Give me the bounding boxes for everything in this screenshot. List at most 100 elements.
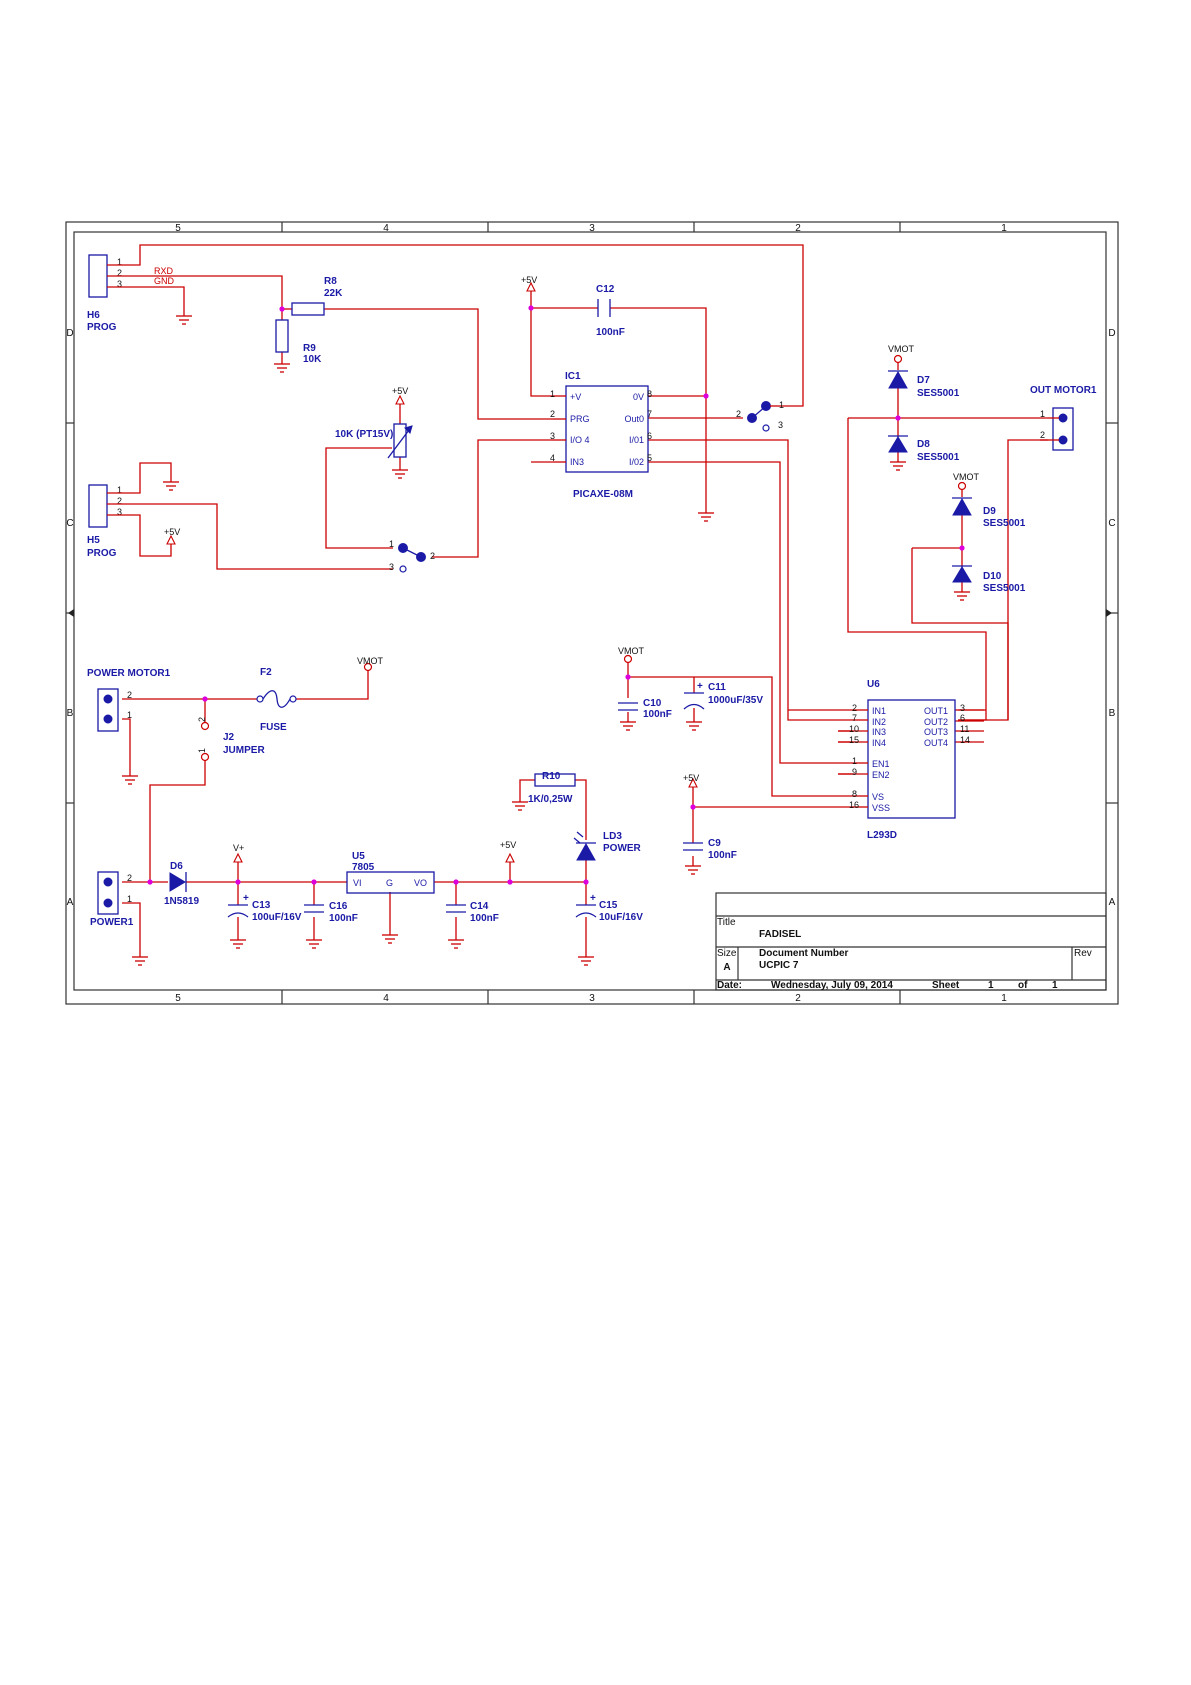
u6-l293d: U6 L293D 2 7 10 15 1 9 8 16 IN1 IN2 IN3 … [838,679,970,841]
sw2-pin-3: 3 [389,562,394,572]
of-label: of [1018,980,1028,991]
h6-ref: H6 [87,310,100,321]
p5v-ic1: +5V [521,275,537,285]
c15-value: 10uF/16V [599,912,643,923]
h5-value: PROG [87,548,117,559]
h5-pin-1: 1 [117,485,122,495]
out-motor-pin-2: 2 [1040,430,1045,440]
j2-value: JUMPER [223,745,265,756]
u6-left-num-5: 9 [852,767,857,777]
c11-value: 1000uF/35V [708,695,763,706]
sheet-value: 1 [988,980,994,991]
diode-d6: D6 1N5819 [164,861,199,907]
u5-pin-vi: VI [353,878,362,888]
c10-value: 100nF [643,709,672,720]
net-gnd: GND [154,276,175,286]
c13-value: 100uF/16V [252,912,302,923]
row-right-b: B [1109,708,1116,719]
capacitor-c14: C14 100nF [446,901,499,924]
u6-left-num-3: 15 [849,735,859,745]
capacitor-c11: + C11 1000uF/35V [683,681,763,710]
sw1-pin-3: 3 [778,420,783,430]
title-block: Title FADISEL Size A Document Number UCP… [715,892,1107,991]
connector-h6: 1 2 3 RXD GND H6 PROG [87,254,175,333]
capacitor-c15: + C15 10uF/16V [575,893,643,923]
c11-plus: + [697,681,703,692]
capacitor-c9: C9 100nF [683,838,737,861]
switch-sw2: 1 2 3 [389,539,435,573]
u5-pin-vo: VO [414,878,427,888]
title-label: Title [717,917,736,928]
sw1-pin-2: 2 [736,409,741,419]
led-ld3: LD3 POWER [573,831,642,861]
ic1-right-pin-num-5: 5 [647,453,652,463]
power-motor-pin-2: 2 [127,690,132,700]
diode-d7: D7 SES5001 [888,370,960,399]
sw2-pin-2: 2 [430,551,435,561]
fuse-f2: F2 FUSE [256,667,297,733]
c11-ref: C11 [708,682,726,693]
power-motor-ref: POWER MOTOR1 [87,668,171,679]
row-right-d: D [1108,328,1115,339]
u6-ref: U6 [867,679,880,690]
r10-value: 1K/0,25W [528,794,573,805]
size-value: A [723,962,730,973]
of-value: 1 [1052,980,1058,991]
resistor-r8: R8 22K [291,276,343,316]
vmot-fuse: VMOT [357,656,384,666]
d10-value: SES5001 [983,583,1026,594]
u6-left-num-6: 8 [852,789,857,799]
c9-value: 100nF [708,850,737,861]
title-value: FADISEL [759,929,801,940]
d6-value: 1N5819 [164,896,199,907]
vmot-d9: VMOT [953,472,980,482]
j2-pin-2: 2 [197,717,207,722]
vmot-c10: VMOT [618,646,645,656]
c13-ref: C13 [252,900,271,911]
drawing-frame [65,221,1119,1005]
junctions [147,305,965,885]
d6-ref: D6 [170,861,183,872]
out-motor-pin-1: 1 [1040,409,1045,419]
ic1-right-pin-num-6: 6 [647,431,652,441]
u6-left-num-4: 1 [852,756,857,766]
col-bottom-5: 5 [175,993,181,1004]
c15-ref: C15 [599,900,618,911]
row-left-d: D [66,328,73,339]
u5-ref: U5 [352,851,365,862]
wires [107,244,1048,957]
h5-pin-2: 2 [117,496,122,506]
u5-value: 7805 [352,862,375,873]
u6-right-name-0: OUT1 [924,706,948,716]
u5-pin-g: G [386,878,393,888]
r9-ref: R9 [303,343,316,354]
sw1-pin-1: 1 [779,400,784,410]
ic1-left-pin-name-1: +V [570,392,581,402]
p5v-h5: +5V [164,527,180,537]
u6-left-name-6: VS [872,792,884,802]
connector-out-motor: 1 2 OUT MOTOR1 [1030,385,1097,451]
rev-label: Rev [1074,948,1092,959]
diode-d9: D9 SES5001 [952,497,1026,529]
c13-plus: + [243,893,249,904]
col-bottom-1: 1 [1001,993,1007,1004]
ic1-left-pin-num-1: 1 [550,389,555,399]
ic1-left-pin-name-2: PRG [570,414,590,424]
ic1-left-pin-num-4: 4 [550,453,555,463]
d9-value: SES5001 [983,518,1026,529]
date-label: Date: [717,980,742,991]
c9-ref: C9 [708,838,721,849]
r8-value: 22K [324,288,343,299]
u6-left-num-7: 16 [849,800,859,810]
c14-ref: C14 [470,901,489,912]
p5v-pot: +5V [392,386,408,396]
u6-right-num-3: 14 [960,735,970,745]
docnum-label: Document Number [759,948,849,959]
u6-left-name-7: VSS [872,803,890,813]
r9-value: 10K [303,354,322,365]
row-right-c: C [1108,518,1115,529]
frame-column-labels: 5 4 3 2 1 5 4 3 2 1 D C B A D C B A [66,223,1115,1004]
diode-d10: D10 SES5001 [952,565,1026,594]
ground-symbols [122,315,970,966]
u5-regulator: U5 7805 VI G VO [346,851,435,894]
